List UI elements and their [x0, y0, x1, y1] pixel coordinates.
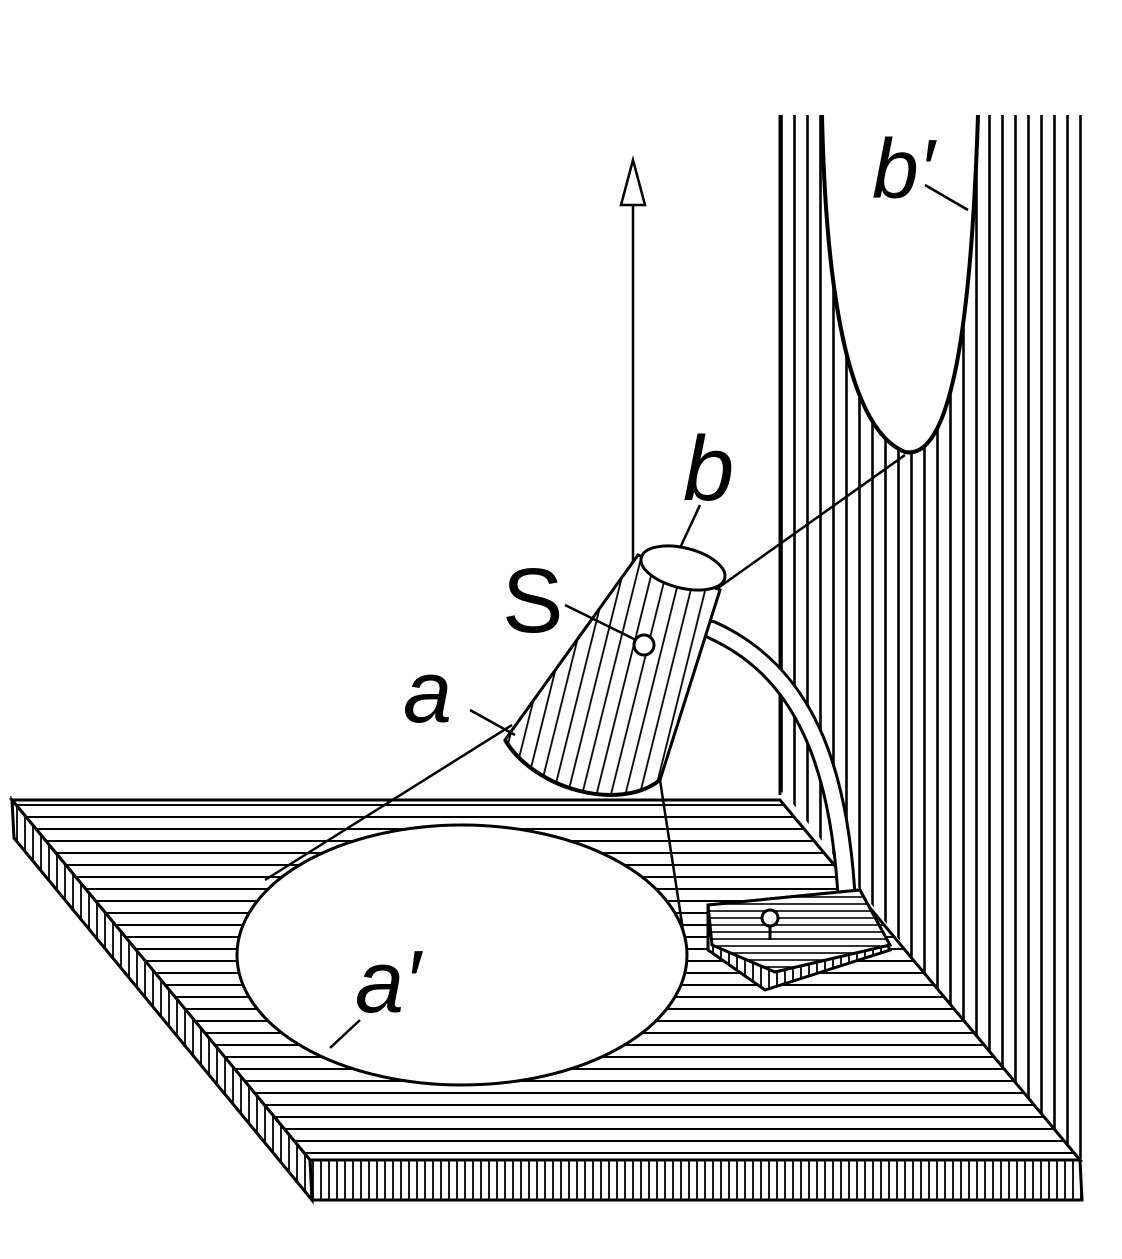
- lamp-shade: [503, 544, 727, 797]
- label-b-prime: b′: [872, 122, 938, 216]
- label-b: b: [683, 418, 734, 520]
- lamp-switch-icon: [760, 908, 780, 928]
- table-light-spot-a-prime: [235, 823, 689, 1087]
- label-a-prime: a′: [355, 932, 423, 1031]
- wall-light-spot-b-prime: [820, 114, 980, 455]
- label-S: S: [502, 550, 563, 652]
- light-source-point: [632, 633, 656, 657]
- projection-rays: [264, 453, 906, 931]
- label-a: a: [403, 642, 452, 741]
- label-leaders: [329, 183, 969, 1049]
- lamp-base: [706, 888, 893, 992]
- lamp-arm: [702, 620, 858, 945]
